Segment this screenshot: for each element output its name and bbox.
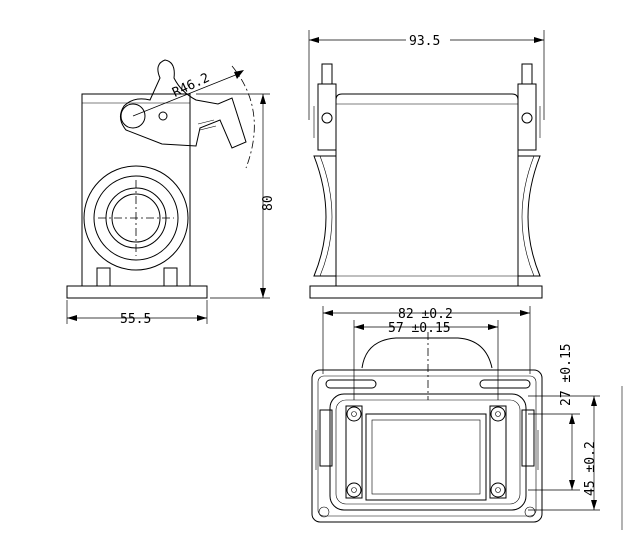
top-width-label: 93.5 <box>409 34 440 49</box>
width-57-label: 57 ±0.15 <box>388 321 451 336</box>
depth-45-label: 45 ±0.2 <box>583 441 598 496</box>
height-label: 80 <box>261 195 276 211</box>
front-view: 93.5 <box>308 30 545 299</box>
top-view: 82 ±0.2 57 ±0.15 <box>311 306 623 530</box>
width-82-label: 82 ±0.2 <box>398 307 453 322</box>
base-width-label: 55.5 <box>120 312 151 327</box>
depth-27-label: 27 ±0.15 <box>559 343 574 406</box>
radius-label: R46.2 <box>170 71 212 101</box>
side-view: R46.2 80 55.5 <box>66 59 276 327</box>
